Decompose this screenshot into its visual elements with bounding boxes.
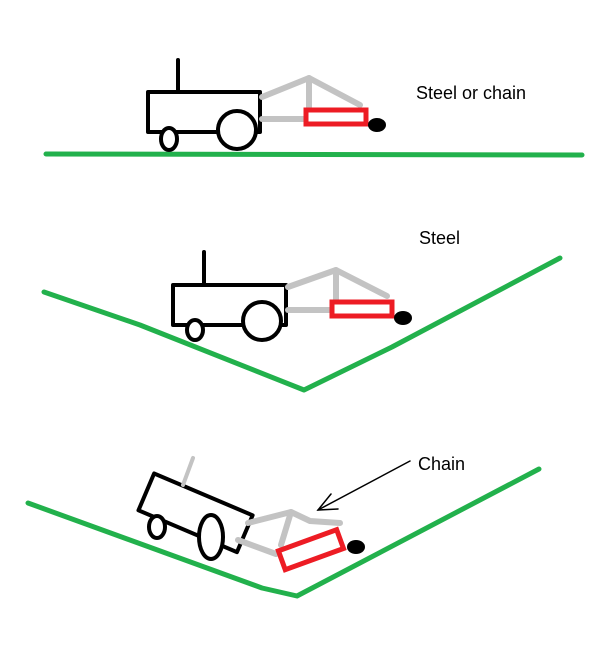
tractor-rear-wheel	[241, 300, 283, 342]
implement	[303, 107, 369, 127]
tractor-body	[136, 471, 255, 555]
tractor	[136, 456, 255, 561]
tractor-front-wheel	[147, 514, 167, 540]
tractor-front-wheel	[185, 318, 205, 342]
gauge-wheel	[347, 540, 365, 554]
chain-arrow	[316, 460, 411, 511]
hitch-linkage	[259, 75, 363, 122]
ground-line-valley-steel	[41, 255, 563, 393]
arrow-shaft	[317, 460, 411, 511]
tractor-rear-wheel	[216, 109, 258, 151]
hitch-linkage	[235, 509, 343, 557]
implement	[275, 526, 347, 573]
panel-valley-steel: Steel	[41, 228, 563, 393]
label-chain: Chain	[418, 454, 465, 474]
gauge-wheel	[394, 311, 412, 325]
ground-line-flat	[43, 151, 585, 158]
tractor	[146, 58, 262, 152]
arrow-head-icon	[316, 493, 339, 511]
gauge-wheel	[368, 118, 386, 132]
link-drop	[278, 509, 294, 548]
top-link	[245, 509, 343, 526]
tractor-body	[146, 90, 262, 134]
tractor	[171, 250, 288, 342]
label-steel: Steel	[419, 228, 460, 248]
implement	[329, 299, 395, 319]
lower-link	[235, 537, 279, 557]
tractor-body	[171, 283, 288, 327]
tractor-rear-wheel	[197, 513, 225, 561]
tractor-front-wheel	[159, 126, 179, 152]
ground-line-valley-chain	[25, 466, 542, 599]
tractor-exhaust	[181, 456, 195, 487]
label-steel-or-chain: Steel or chain	[416, 83, 526, 103]
hitch-linkage	[285, 267, 390, 313]
panel-flat: Steel or chain	[43, 58, 585, 158]
panel-valley-chain: Chain	[25, 454, 542, 599]
